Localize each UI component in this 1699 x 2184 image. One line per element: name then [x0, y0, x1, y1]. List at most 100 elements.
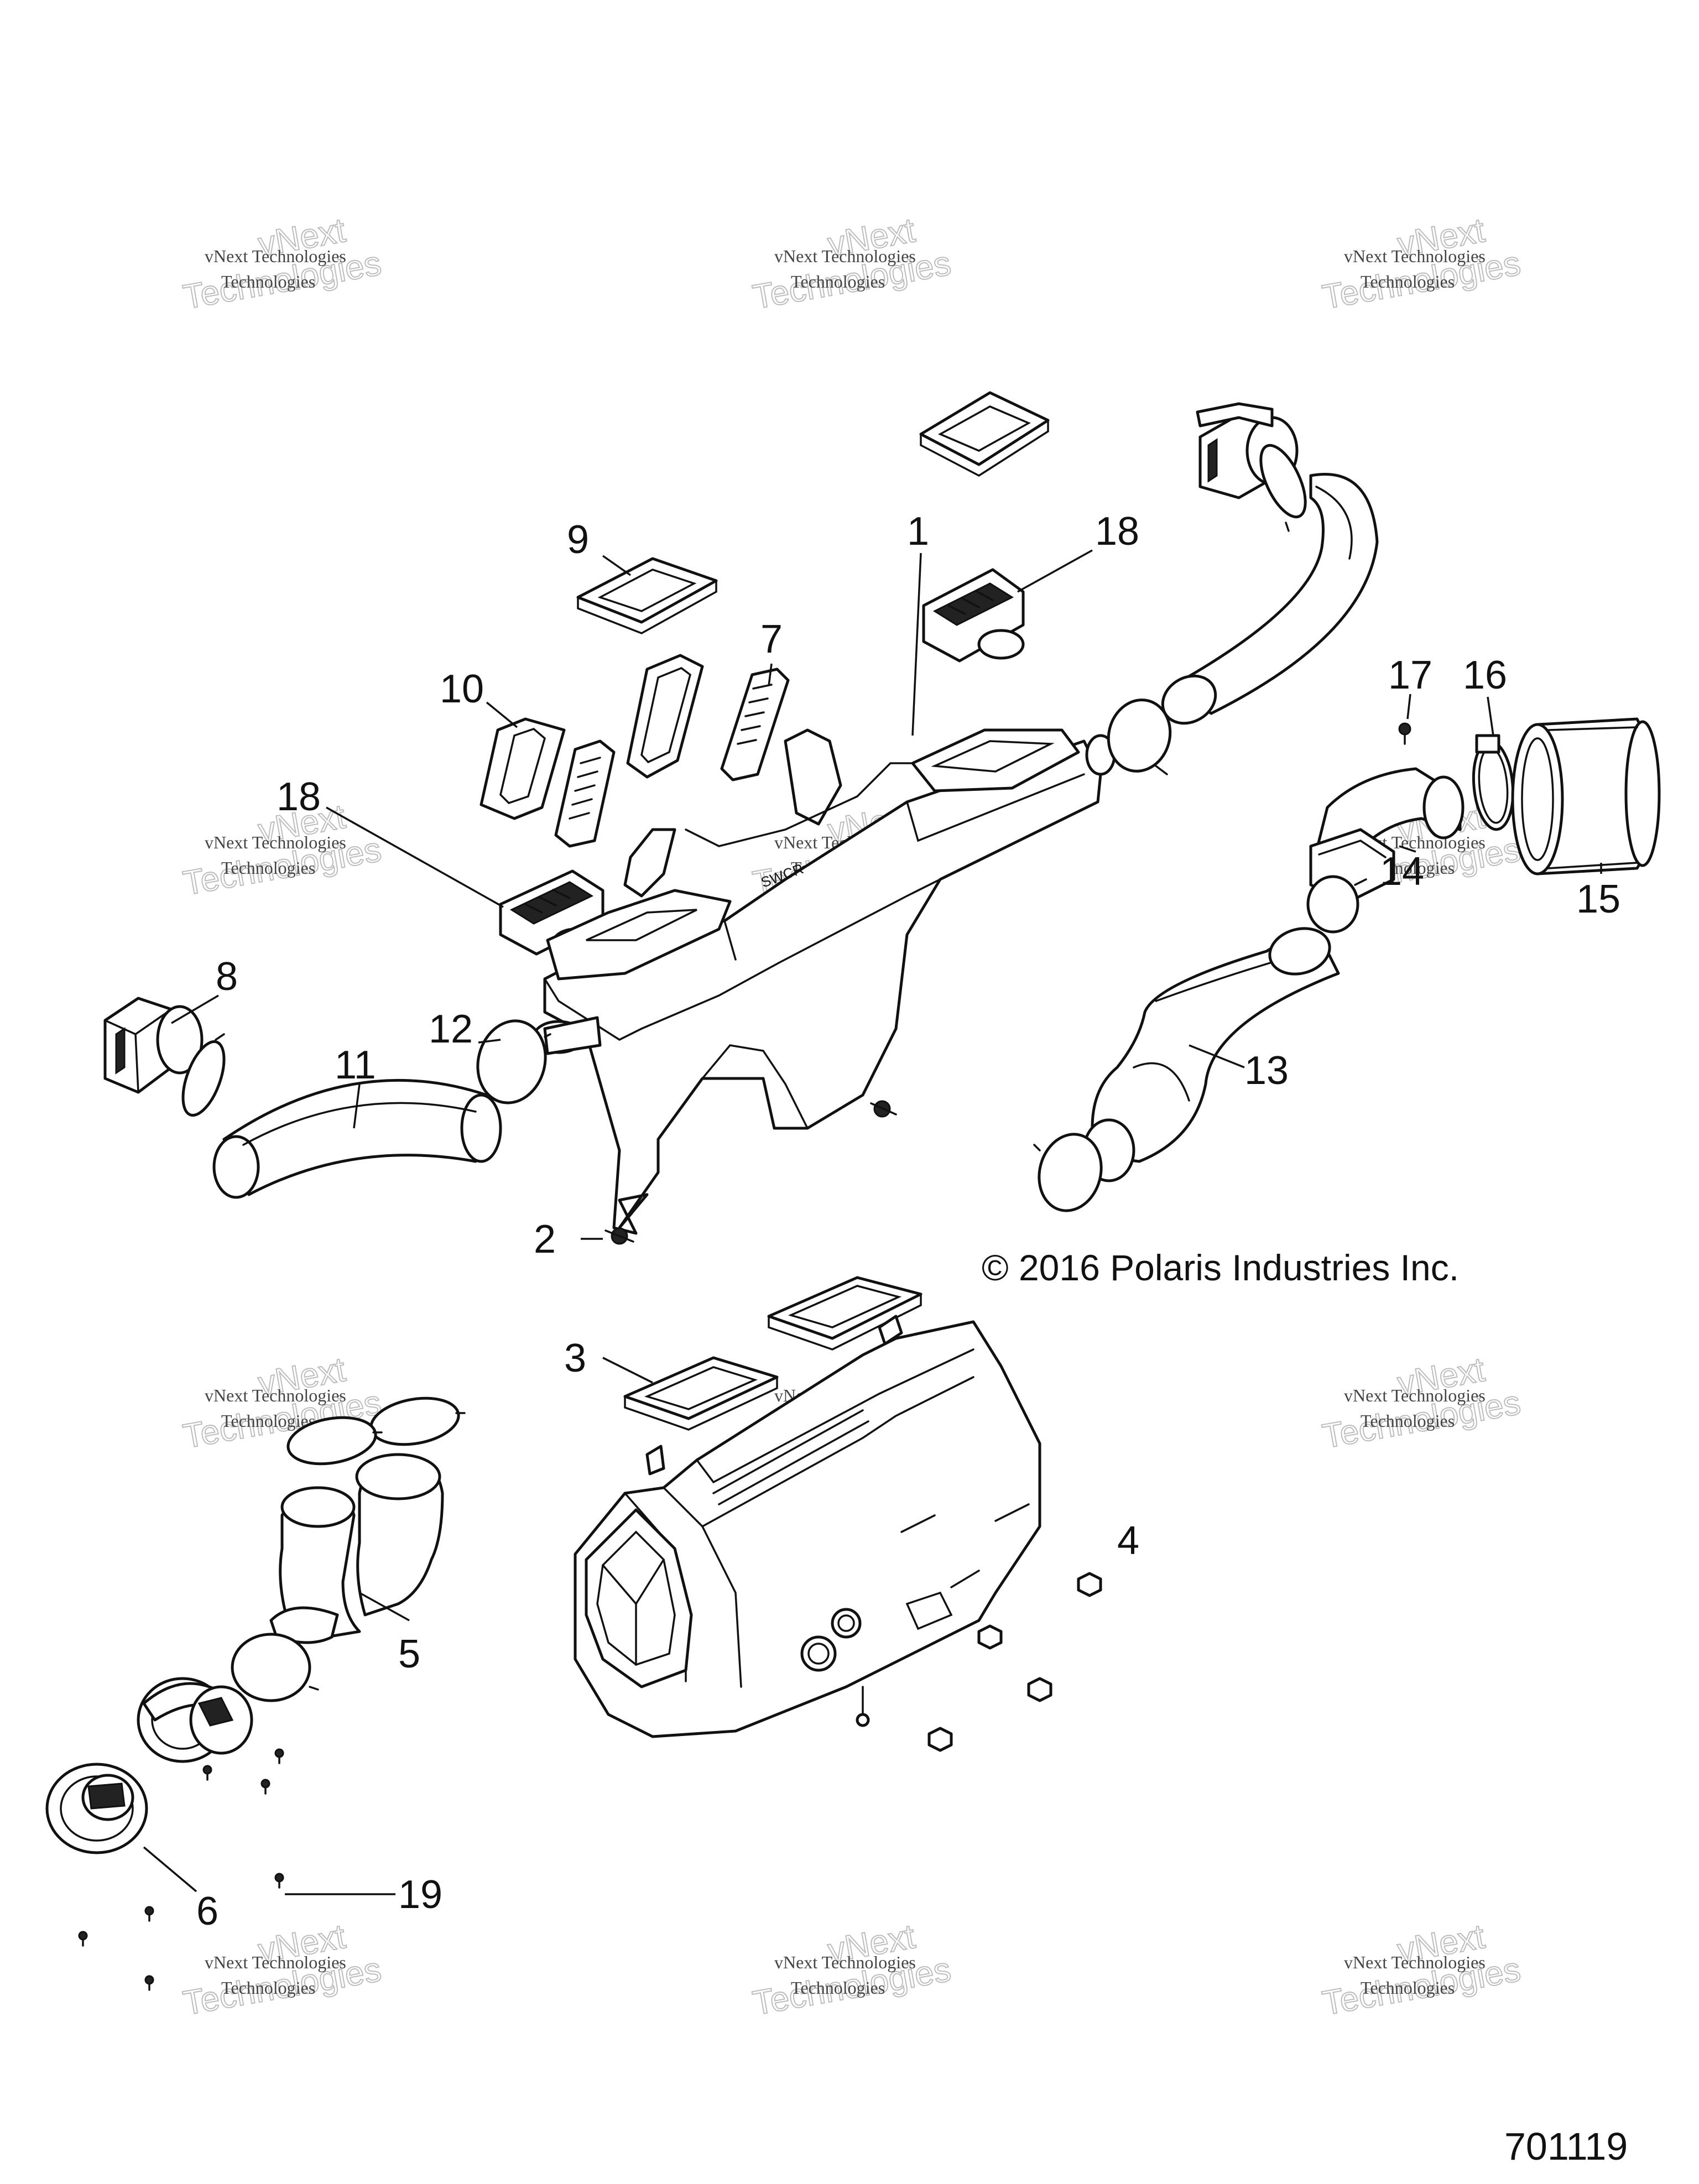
gasket-10	[480, 717, 566, 820]
duct-5-right	[355, 1453, 444, 1617]
leader-18-lower	[326, 806, 504, 908]
callout-7: 7	[760, 617, 783, 661]
gasket-box-top-right	[767, 1276, 923, 1351]
leader-11	[353, 1083, 361, 1129]
watermark-text: Technologies	[221, 1411, 315, 1431]
callout-18-upper: 18	[1095, 509, 1139, 554]
vent-6-upper	[137, 1677, 253, 1763]
screw-19-d	[274, 1873, 284, 1889]
watermark-text: Technologies	[1361, 1978, 1455, 1998]
figure-number: 701119	[1504, 2125, 1628, 2168]
nut-4-d	[927, 1727, 953, 1752]
leader-8	[171, 994, 219, 1024]
vent-louver-left	[554, 739, 616, 848]
clamp-5-b	[286, 1416, 383, 1466]
clamp-13-lower	[1033, 1133, 1103, 1212]
leader-lines	[143, 549, 1602, 1895]
callout-16: 16	[1463, 653, 1507, 697]
gasket-center	[626, 654, 704, 779]
watermark-text: vNext Technologies	[205, 1385, 346, 1405]
heater-box	[574, 1315, 1041, 1738]
callout-2: 2	[534, 1217, 556, 1262]
watermark-text: Technologies	[221, 858, 315, 878]
watermark-9: Technologies vNext vNext Technologies Te…	[1319, 1350, 1524, 1456]
screw-19-e	[144, 1906, 154, 1922]
callout-9: 9	[567, 518, 589, 562]
screw-19-c	[202, 1765, 212, 1781]
callout-10: 10	[440, 667, 484, 711]
callout-1: 1	[907, 509, 929, 554]
nut-4-a	[1077, 1572, 1102, 1597]
watermark-text: vNext Technologies	[205, 1952, 346, 1972]
callout-3: 3	[564, 1336, 586, 1380]
leader-6	[143, 1846, 197, 1893]
watermark-11: Technologies vNext vNext Technologies Te…	[749, 1917, 954, 2023]
watermark-12: Technologies vNext vNext Technologies Te…	[1319, 1917, 1524, 2023]
register-8	[103, 997, 204, 1094]
watermark-1: Technologies vNext vNext Technologies Te…	[180, 211, 384, 317]
screw-19-f	[78, 1931, 88, 1947]
screw-17	[1398, 722, 1411, 745]
screw-2	[604, 1227, 634, 1245]
nut-4-b	[977, 1624, 1003, 1650]
leader-17	[1406, 694, 1411, 720]
gasket-9	[576, 557, 718, 634]
callout-19: 19	[398, 1873, 442, 1917]
gasket-top	[919, 391, 1050, 477]
callout-14: 14	[1380, 849, 1424, 894]
watermark-text: vNext Technologies	[774, 1952, 916, 1972]
screw-19-a	[274, 1748, 284, 1764]
screw-19-g	[144, 1975, 154, 1991]
leader-7	[768, 663, 773, 686]
leader-13	[1189, 1044, 1245, 1068]
register-18-upper	[922, 568, 1025, 663]
watermark-text: vNext Technologies	[205, 246, 346, 266]
hose-13	[1082, 927, 1340, 1182]
gasket-3	[623, 1356, 779, 1431]
watermark-text: Technologies	[221, 272, 315, 291]
nut-4-c	[1027, 1677, 1052, 1702]
clamp-16	[1472, 734, 1515, 831]
callout-13: 13	[1244, 1049, 1289, 1093]
callout-6: 6	[196, 1889, 218, 1933]
vent-louver-7	[720, 668, 790, 781]
clamp-8-side	[181, 1033, 226, 1117]
watermark-text: Technologies	[791, 1978, 885, 1998]
screw-duct-right	[870, 1100, 897, 1118]
filter-15	[1511, 717, 1661, 875]
leader-16	[1487, 696, 1494, 736]
leader-18-upper	[1017, 549, 1093, 593]
watermark-4: Technologies vNext vNext Technologies Te…	[180, 797, 384, 903]
callout-18-lower: 18	[277, 775, 321, 819]
callout-17: 17	[1388, 653, 1432, 697]
watermark-text: vNext Technologies	[1344, 1385, 1486, 1405]
callout-12: 12	[429, 1007, 473, 1051]
clamp-right-mid	[1107, 699, 1172, 775]
clamp-right-upper	[1259, 444, 1307, 532]
clamp-5-a	[369, 1396, 466, 1446]
leader-10	[486, 701, 518, 728]
callout-8: 8	[216, 955, 238, 999]
clamp-5-c	[231, 1633, 319, 1702]
watermark-text: vNext Technologies	[1344, 246, 1486, 266]
watermark-text: Technologies	[791, 272, 885, 291]
screw-19-b	[260, 1779, 270, 1795]
leader-14	[1399, 845, 1416, 853]
duct-5-left	[269, 1486, 361, 1644]
watermark-text: vNext Technologies	[205, 832, 346, 852]
main-duct-1: SWCR	[532, 728, 1116, 1235]
watermark-text: Technologies	[221, 1978, 315, 1998]
watermark-3: Technologies vNext vNext Technologies Te…	[1319, 211, 1524, 317]
leader-12	[478, 1039, 501, 1044]
watermark-2: Technologies vNext vNext Technologies Te…	[749, 211, 954, 317]
watermark-text: vNext Technologies	[1344, 1952, 1486, 1972]
watermark-text: Technologies	[1361, 272, 1455, 291]
leader-1	[911, 552, 922, 736]
callout-5: 5	[398, 1632, 420, 1676]
callout-4: 4	[1117, 1519, 1139, 1563]
hose-11	[212, 1078, 502, 1199]
callout-15: 15	[1576, 877, 1620, 921]
watermark-text: Technologies	[1361, 1411, 1455, 1431]
leader-3	[602, 1357, 653, 1384]
